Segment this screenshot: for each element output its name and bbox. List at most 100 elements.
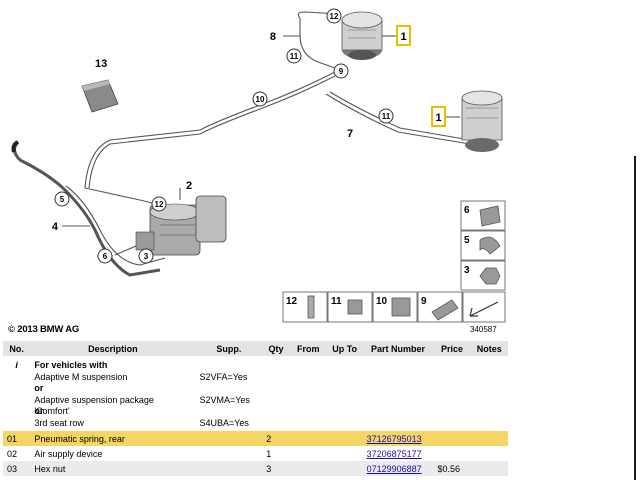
label-2: 2 — [186, 180, 192, 192]
row-part-number-cell: 07129906887 — [362, 461, 434, 476]
callout-11-top: 11 — [286, 48, 302, 64]
header-supp[interactable]: Supp. — [195, 341, 263, 356]
row-supp — [195, 446, 262, 461]
row-part-number-cell: 37206875177 — [363, 446, 434, 461]
svg-text:1: 1 — [400, 31, 406, 43]
callout-5: 5 — [54, 191, 70, 207]
legend-box-arrow — [462, 291, 506, 323]
row-no: 02 — [7, 448, 18, 459]
info-row: i For vehicles with Adaptive M suspensio… — [3, 356, 508, 431]
callout-12-top: 12 — [326, 8, 342, 24]
svg-text:12: 12 — [330, 12, 339, 21]
row-from — [289, 461, 327, 476]
svg-text:9: 9 — [421, 296, 427, 307]
legend-box-3: 3 — [460, 260, 506, 291]
row-no: 03 — [3, 461, 31, 476]
row-part-number-cell: 37126795013 — [362, 431, 434, 446]
legend-box-11: 11 — [327, 291, 373, 323]
table-row[interactable]: 03 Hex nut 3 07129906887 $0.56 — [3, 461, 508, 476]
legend-box-12: 12 — [282, 291, 328, 323]
row-qty: 3 — [262, 461, 290, 476]
part-number-link[interactable]: 37126795013 — [366, 433, 422, 444]
info-line: Adaptive M suspension — [34, 371, 128, 382]
svg-text:5: 5 — [464, 235, 470, 246]
info-description: For vehicles with Adaptive M suspension … — [30, 356, 195, 431]
table-row[interactable]: 01 Pneumatic spring, rear 2 37126795013 — [3, 431, 508, 446]
row-notes — [470, 431, 508, 446]
image-number: 340587 — [470, 325, 497, 334]
row-supp — [195, 461, 263, 476]
parts-table: No. Description Supp. Qty From Up To Par… — [3, 341, 508, 476]
row-price: $0.56 — [433, 461, 471, 476]
svg-text:1: 1 — [435, 112, 441, 124]
supp-code: S4UBA=Yes — [199, 417, 249, 428]
line-8 — [299, 18, 336, 69]
info-line: 3rd seat row — [34, 417, 84, 428]
row-price — [433, 431, 471, 446]
label-7: 7 — [347, 128, 353, 140]
copyright: © 2013 BMW AG — [8, 324, 80, 335]
air-spring-right — [461, 90, 503, 152]
row-supp — [195, 431, 263, 446]
svg-text:11: 11 — [331, 296, 342, 307]
table-row[interactable]: 02 Air supply device 1 37206875177 — [3, 446, 508, 461]
header-price[interactable]: Price — [433, 341, 471, 356]
svg-text:10: 10 — [376, 296, 388, 307]
callout-12-mid: 12 — [151, 196, 167, 212]
legend-box-6: 6 — [460, 200, 506, 231]
svg-text:3: 3 — [464, 265, 470, 276]
row-qty: 2 — [262, 431, 290, 446]
header-qty[interactable]: Qty — [262, 341, 290, 356]
line-8-top — [297, 11, 341, 19]
callout-11-right: 11 — [378, 108, 394, 124]
header-description[interactable]: Description — [30, 341, 196, 356]
highlight-1-right: 1 — [431, 106, 446, 127]
info-supp: S2VFA=Yes S2VMA=Yes S4UBA=Yes — [195, 356, 262, 431]
row-up-to — [327, 446, 363, 461]
callout-3: 3 — [138, 248, 154, 264]
legend-box-9: 9 — [417, 291, 463, 323]
header-notes[interactable]: Notes — [470, 341, 508, 356]
table-header-row: No. Description Supp. Qty From Up To Par… — [3, 341, 508, 356]
row-description: Pneumatic spring, rear — [30, 431, 196, 446]
svg-text:12: 12 — [155, 200, 164, 209]
air-spring-upper — [341, 11, 383, 60]
svg-text:9: 9 — [339, 67, 344, 76]
info-line: or — [34, 383, 44, 393]
svg-text:12: 12 — [286, 296, 298, 307]
callout-10: 10 — [252, 91, 268, 107]
line-7 — [329, 91, 471, 141]
callout-6: 6 — [97, 248, 113, 264]
row-description: Hex nut — [30, 461, 196, 476]
header-from[interactable]: From — [289, 341, 327, 356]
legend-box-10: 10 — [372, 291, 418, 323]
part-number-link[interactable]: 07129906887 — [366, 463, 422, 474]
line-5 — [65, 185, 166, 266]
header-up-to[interactable]: Up To — [326, 341, 363, 356]
supp-code: S2VFA=Yes — [199, 371, 248, 382]
control-module — [81, 79, 119, 113]
legend-box-5: 5 — [460, 230, 506, 261]
header-no[interactable]: No. — [3, 341, 31, 356]
air-supply-device — [135, 195, 227, 256]
supp-code: S2VMA=Yes — [199, 394, 250, 405]
row-notes — [470, 461, 508, 476]
callout-9: 9 — [333, 63, 349, 79]
row-up-to — [326, 431, 363, 446]
row-up-to — [326, 461, 363, 476]
svg-text:5: 5 — [60, 195, 65, 204]
row-from — [290, 446, 327, 461]
scrollbar-thumb[interactable] — [634, 156, 636, 480]
label-4: 4 — [52, 221, 59, 233]
row-no: 01 — [3, 431, 31, 446]
info-line: For vehicles with — [34, 360, 108, 370]
svg-text:6: 6 — [464, 205, 470, 216]
svg-text:11: 11 — [290, 52, 299, 61]
line-10 — [84, 71, 336, 206]
part-number-link[interactable]: 37206875177 — [366, 448, 422, 459]
row-from — [289, 431, 327, 446]
row-price — [433, 446, 470, 461]
info-icon: i — [15, 360, 18, 370]
svg-text:11: 11 — [382, 112, 391, 121]
header-part-number[interactable]: Part Number — [362, 341, 434, 356]
